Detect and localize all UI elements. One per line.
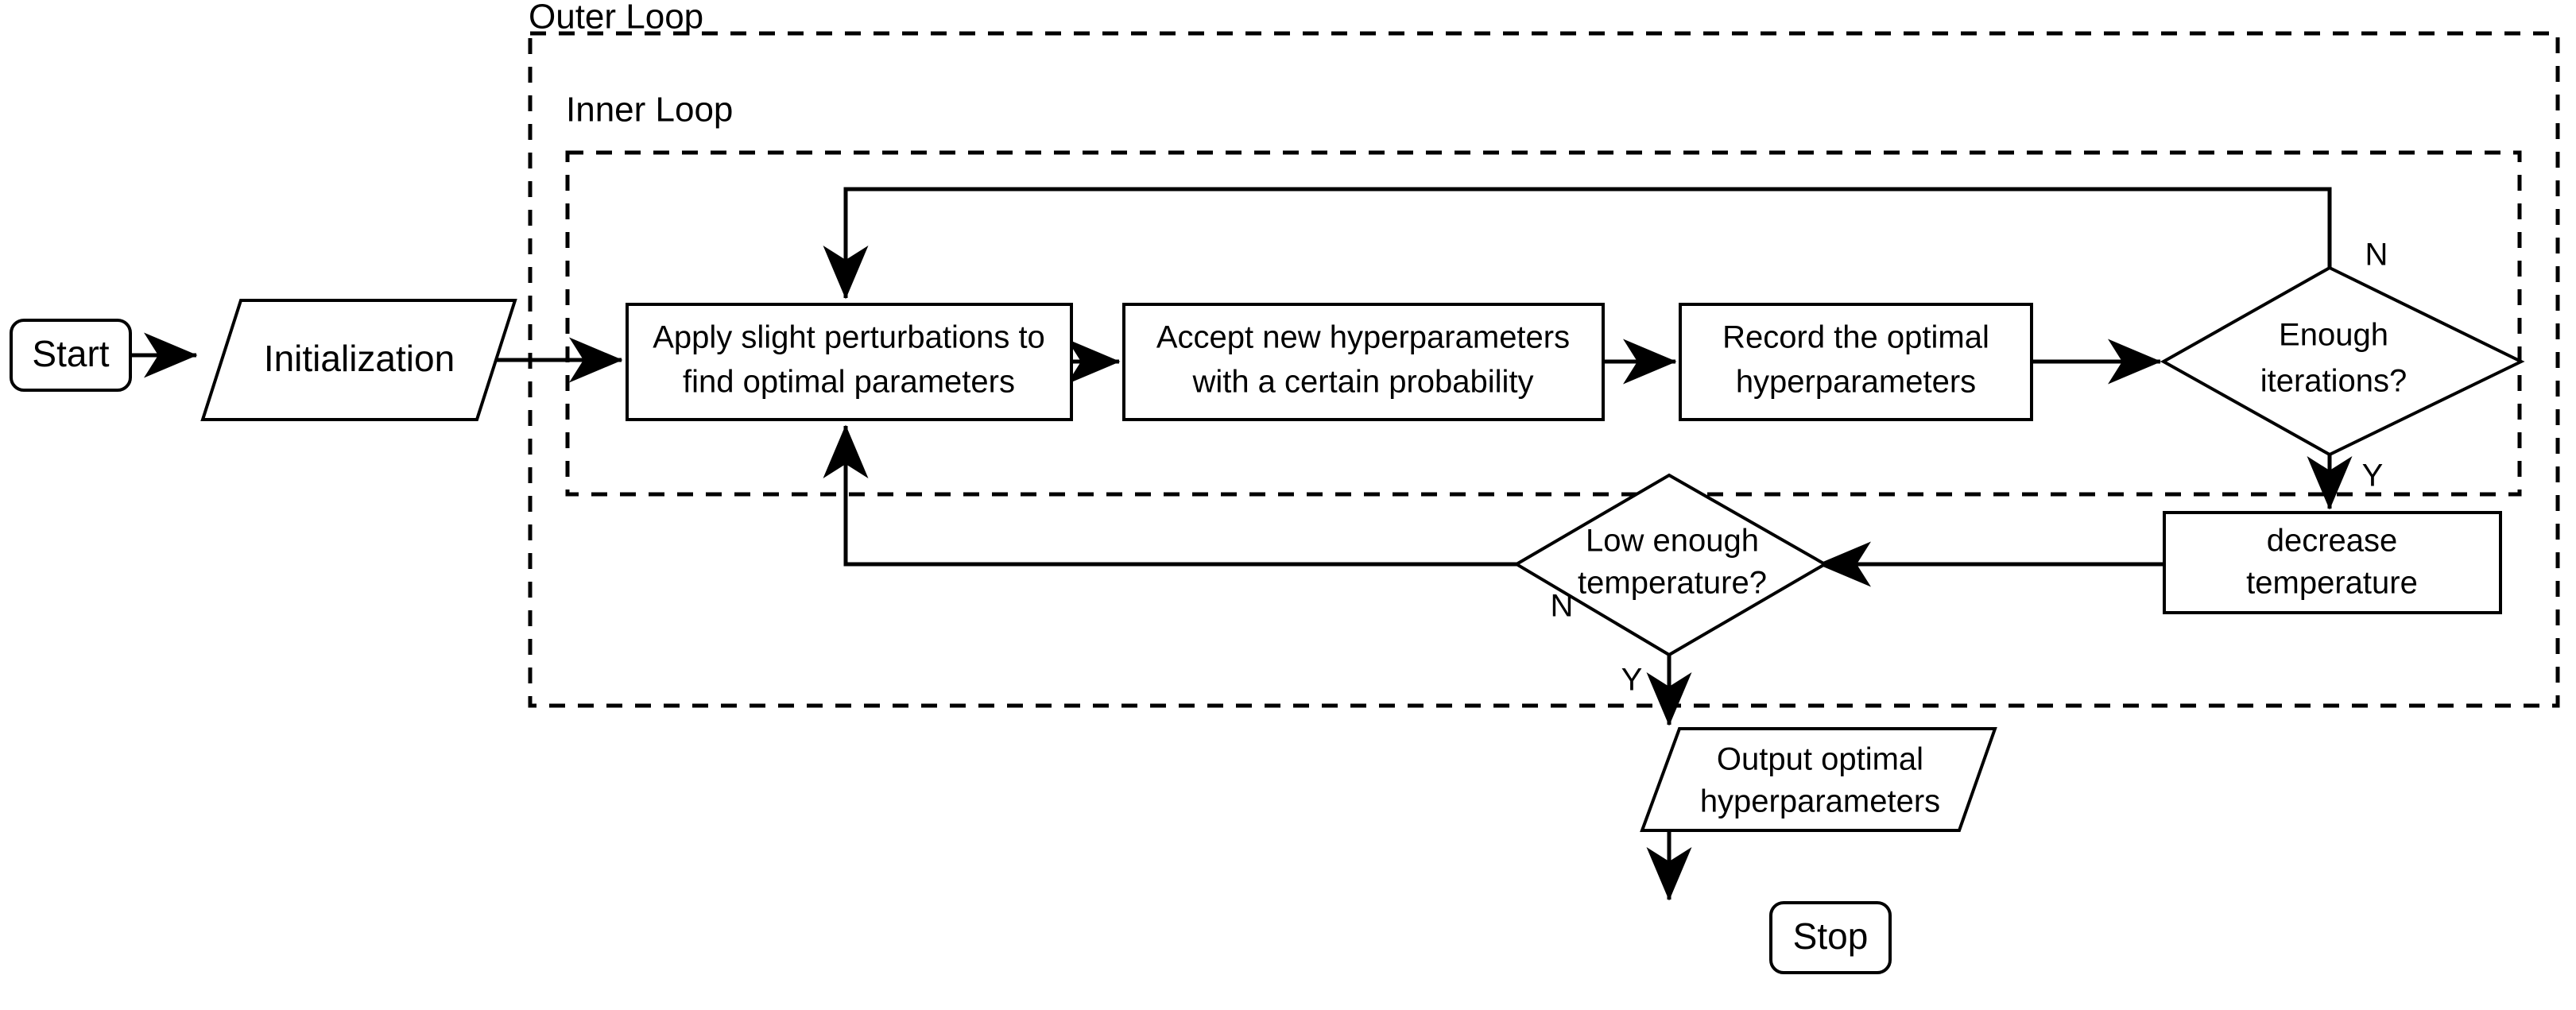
enough-iterations-line1: Enough [2279, 318, 2388, 353]
group-inner-loop: Inner Loop [565, 91, 2522, 497]
apply-perturbations-line1: Apply slight perturbations to [653, 320, 1045, 355]
start-label: Start [32, 333, 109, 374]
inner-loop-label: Inner Loop [566, 91, 733, 130]
accept-hyperparameters-line1: Accept new hyperparameters [1156, 320, 1570, 355]
node-output[interactable]: Output optimal hyperparameters [1640, 727, 1997, 832]
record-hyperparameters-line2: hyperparameters [1736, 365, 1976, 400]
enough-iterations-shape [2160, 265, 2525, 457]
node-decrease-temperature[interactable]: decrease temperature [2163, 511, 2502, 614]
low-temperature-line1: Low enough [1586, 524, 1759, 559]
node-stop[interactable]: Stop [1769, 901, 1892, 974]
outer-loop-boundary [528, 31, 2560, 708]
stop-label: Stop [1793, 915, 1869, 957]
start-shape [10, 319, 132, 392]
output-line2: hyperparameters [1700, 784, 1940, 819]
group-outer-loop: Outer Loop [528, 0, 2560, 708]
edge-label-temperature-no: N [1551, 589, 1574, 624]
record-hyperparameters-shape [1679, 303, 2033, 421]
node-enough-iterations[interactable]: Enough iterations? [2160, 265, 2525, 457]
enough-iterations-line2: iterations? [2260, 364, 2407, 399]
record-hyperparameters-line1: Record the optimal [1722, 320, 1989, 355]
accept-hyperparameters-line2: with a certain probability [1191, 365, 1533, 400]
node-record-hyperparameters[interactable]: Record the optimal hyperparameters [1679, 303, 2033, 421]
outer-loop-label: Outer Loop [529, 0, 703, 37]
low-temperature-line2: temperature? [1578, 566, 1767, 601]
apply-perturbations-shape [626, 303, 1073, 421]
apply-perturbations-line2: find optimal parameters [683, 365, 1015, 400]
edge-label-temperature-yes: Y [1621, 663, 1643, 698]
decrease-temperature-line1: decrease [2267, 524, 2398, 559]
edge-low-temperature-no-to-perturb [823, 424, 1519, 567]
decrease-temperature-line2: temperature [2246, 566, 2418, 601]
node-low-temperature[interactable]: Low enough temperature? [1513, 473, 1829, 657]
output-line1: Output optimal [1717, 742, 1923, 777]
node-accept-hyperparameters[interactable]: Accept new hyperparameters with a certai… [1122, 303, 1605, 421]
node-start[interactable]: Start [10, 319, 132, 392]
edge-label-iterations-yes: Y [2362, 459, 2384, 493]
low-temperature-shape [1513, 473, 1829, 657]
initialization-label: Initialization [264, 338, 455, 379]
accept-hyperparameters-shape [1122, 303, 1605, 421]
edge-enough-iterations-no-to-perturb [823, 187, 2332, 300]
decrease-temperature-shape [2163, 511, 2502, 614]
edge-label-iterations-no: N [2365, 238, 2388, 273]
inner-loop-boundary [565, 150, 2522, 497]
node-initialization[interactable]: Initialization [200, 299, 517, 421]
node-apply-perturbations[interactable]: Apply slight perturbations to find optim… [626, 303, 1073, 421]
initialization-shape [200, 299, 517, 421]
output-shape [1640, 727, 1997, 832]
stop-shape [1769, 901, 1892, 974]
